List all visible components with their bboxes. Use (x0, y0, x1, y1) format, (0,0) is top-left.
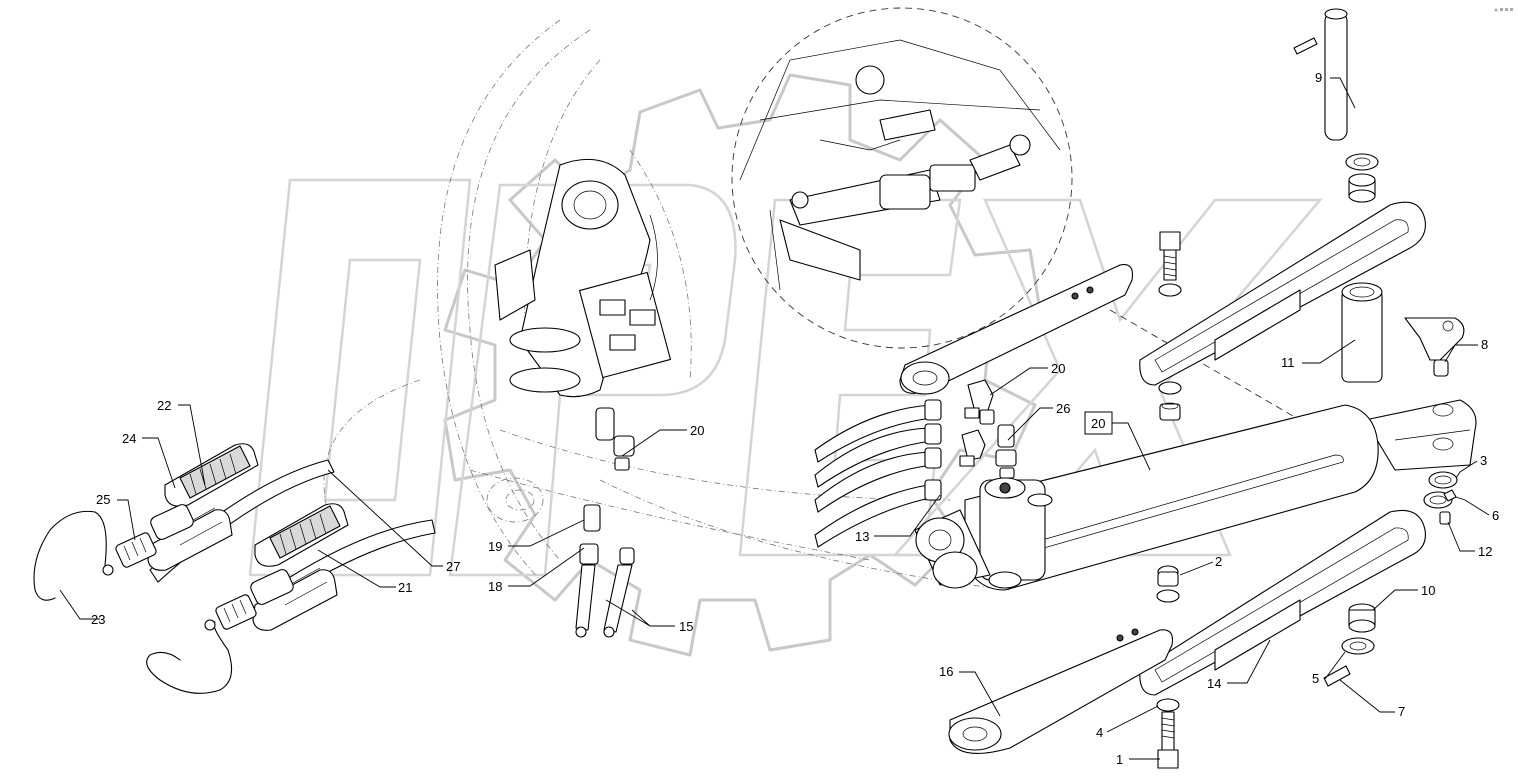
hydraulic-cylinder (914, 404, 1379, 591)
lower-lift-link (1139, 509, 1426, 696)
callout-23: 23 (91, 612, 105, 627)
parts-15-18-19 (575, 407, 635, 638)
part-8-latch (1404, 317, 1465, 377)
inset-leader-dashed (1109, 309, 1301, 421)
callout-26: 26 (1056, 401, 1070, 416)
callout-19: 19 (488, 539, 502, 554)
callout-15: 15 (679, 619, 693, 634)
upper-bolt-stack (1158, 231, 1182, 421)
coupler-lower (252, 503, 349, 631)
callout-1: 1 (1116, 752, 1123, 767)
callout-24: 24 (122, 431, 136, 446)
callout-3: 3 (1480, 453, 1487, 468)
part-16-lower-arm (948, 628, 1174, 754)
leader-lines (59, 77, 1490, 760)
boxed-callout-frame (1084, 411, 1113, 435)
callout-6: 6 (1492, 508, 1499, 523)
callout-21: 21 (398, 580, 412, 595)
callout-22: 22 (157, 398, 171, 413)
callout-2: 2 (1215, 554, 1222, 569)
watermark-gear (443, 73, 1042, 657)
clevis-right (1364, 399, 1477, 471)
watermark-letter-x (892, 198, 1323, 557)
coupler-upper (147, 443, 259, 571)
callout-8: 8 (1481, 337, 1488, 352)
watermark-letter-o (248, 178, 472, 577)
boxed-callout-20: 20 (1091, 416, 1105, 431)
callout-5: 5 (1312, 671, 1319, 686)
callout-10: 10 (1421, 583, 1435, 598)
callout-4: 4 (1096, 725, 1103, 740)
part-bushings-top (1345, 153, 1379, 203)
callout-12: 12 (1478, 544, 1492, 559)
corner-marks (1494, 8, 1513, 12)
callout-14: 14 (1207, 676, 1221, 691)
part-23-dust-caps (33, 510, 233, 694)
upper-arm (899, 264, 1134, 395)
parts-10-5-7 (1323, 603, 1376, 687)
part-25-plugs (115, 504, 294, 630)
callout-18: 18 (488, 579, 502, 594)
upper-lift-link (1139, 201, 1426, 386)
callout-27: 27 (446, 559, 460, 574)
callout-7: 7 (1398, 704, 1405, 719)
parts-3-6-12 (1423, 471, 1458, 525)
callout-20-right: 20 (1051, 361, 1065, 376)
callout-9: 9 (1315, 70, 1322, 85)
lower-bolt-stack (1156, 565, 1180, 769)
callout-11: 11 (1281, 355, 1295, 370)
callout-16: 16 (939, 664, 953, 679)
rear-housing (494, 158, 672, 398)
callout-13: 13 (855, 529, 869, 544)
callout-labels: 1 2 3 4 5 6 7 8 9 10 11 12 13 14 15 16 1… (91, 70, 1499, 767)
part-11-sleeve (1341, 282, 1383, 383)
part-9-pin (1293, 8, 1348, 141)
callout-20-left: 20 (690, 423, 704, 438)
callout-25: 25 (96, 492, 110, 507)
fittings-20-26 (959, 379, 1017, 479)
detail-inset (731, 7, 1073, 349)
part-13-hoses (814, 399, 942, 548)
